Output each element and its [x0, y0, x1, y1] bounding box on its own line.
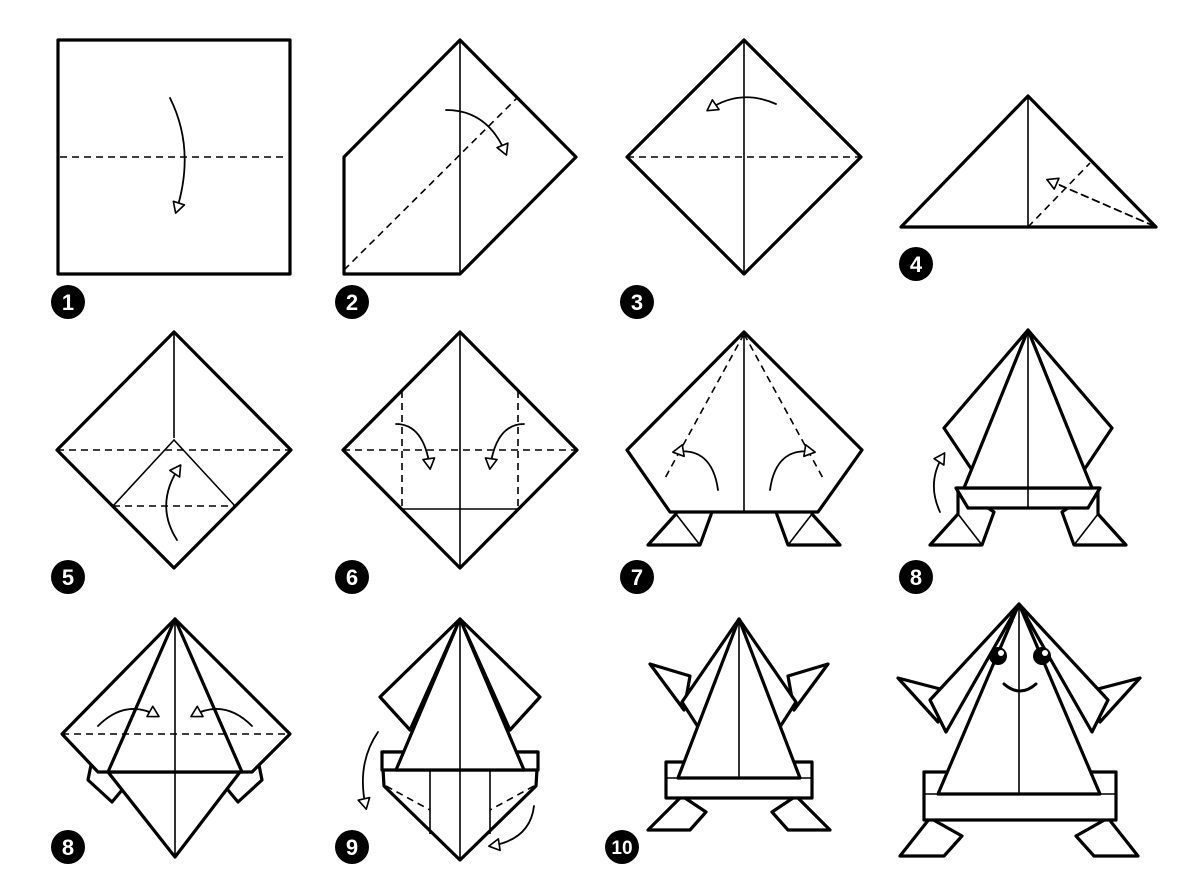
step-3-diagram	[625, 38, 863, 276]
step-7-diagram	[625, 330, 864, 547]
step-1-diagram	[56, 38, 292, 276]
step-10-diagram	[646, 617, 832, 832]
step-4-number: 4	[910, 252, 923, 277]
step-7-badge: 7	[620, 560, 654, 594]
step-2-badge: 2	[335, 285, 369, 319]
step-8b-badge: 8	[51, 830, 85, 864]
step-8b-diagram	[60, 617, 292, 859]
step-9-number: 9	[346, 835, 358, 860]
step-8b-number: 8	[62, 835, 74, 860]
step-5-number: 5	[62, 565, 74, 590]
step-5-badge: 5	[51, 560, 85, 594]
step-4-badge: 4	[899, 247, 933, 281]
frog-right-eye	[1033, 647, 1051, 665]
frog-left-eye	[989, 647, 1007, 665]
step-2-diagram	[342, 38, 578, 276]
step-8a-number: 8	[910, 565, 922, 590]
step-10-number: 10	[611, 838, 632, 859]
step-9-badge: 9	[335, 830, 369, 864]
step-2-number: 2	[346, 290, 358, 315]
step-3-number: 3	[631, 290, 643, 315]
step-8a-diagram	[928, 328, 1128, 547]
step-3-badge: 3	[620, 285, 654, 319]
step-5-diagram	[55, 330, 293, 570]
step-6-diagram	[341, 330, 579, 570]
step-1-badge: 1	[51, 285, 85, 319]
step-1-number: 1	[62, 290, 74, 315]
step-7-number: 7	[631, 565, 643, 590]
finished-frog	[896, 602, 1142, 858]
frog-smile	[1002, 682, 1038, 693]
step-8a-badge: 8	[899, 560, 933, 594]
step-10-badge: 10	[605, 830, 639, 864]
step-9-diagram	[357, 617, 542, 862]
step-4-diagram	[899, 94, 1158, 229]
step-6-number: 6	[346, 565, 358, 590]
step-6-badge: 6	[335, 560, 369, 594]
